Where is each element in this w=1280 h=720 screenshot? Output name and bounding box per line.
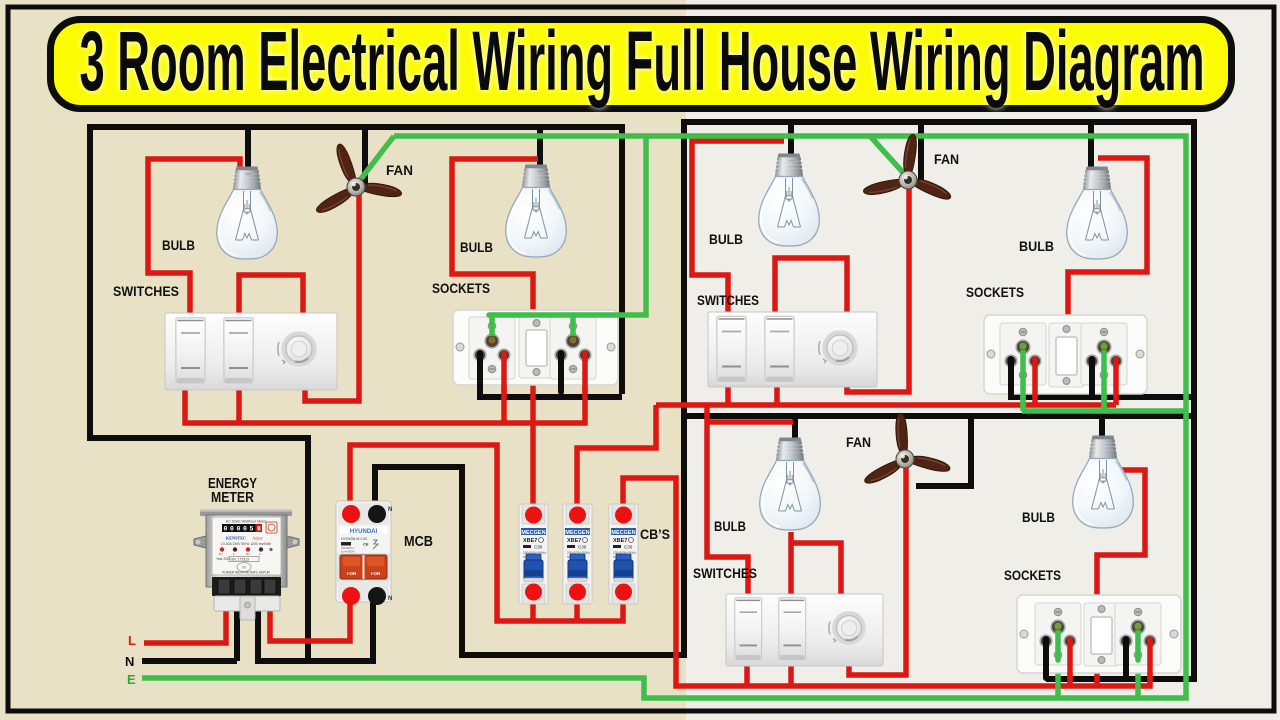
svg-text:10-40A 240V 50Hz 1200 rev/kWh: 10-40A 240V 50Hz 1200 rev/kWh (221, 542, 271, 546)
svg-text:3N: 3N (246, 552, 250, 556)
svg-text:BULB: BULB (1022, 509, 1055, 525)
svg-text:230/400V~: 230/400V~ (341, 546, 355, 550)
svg-text:BULB: BULB (714, 518, 746, 534)
svg-text:CB’S: CB’S (640, 526, 670, 542)
svg-text:BULB: BULB (162, 237, 195, 253)
svg-text:N: N (388, 507, 392, 513)
svg-text:FAN: FAN (846, 434, 871, 450)
svg-text:0: 0 (224, 526, 228, 533)
svg-text:SN. 171513: SN. 171513 (231, 558, 249, 562)
svg-text:0: 0 (243, 526, 247, 533)
svg-text:FAN: FAN (934, 151, 959, 167)
svg-text:HYD63N-M C40: HYD63N-M C40 (341, 537, 367, 541)
svg-text:CE: CE (363, 542, 369, 547)
svg-text:SWITCHES: SWITCHES (697, 292, 759, 308)
svg-text:SWITCHES: SWITCHES (693, 565, 757, 581)
svg-text:HYUNDAI: HYUNDAI (350, 529, 378, 535)
svg-text:4: 4 (259, 552, 261, 556)
svg-text:SWITCHES: SWITCHES (113, 283, 179, 299)
svg-text:3 Room Electrical Wiring Full: 3 Room Electrical Wiring Full House Wiri… (80, 14, 1205, 108)
svg-text:2: 2 (233, 552, 235, 556)
svg-text:I-ON: I-ON (371, 571, 381, 576)
svg-text:8: 8 (257, 526, 261, 533)
svg-text:SOCKETS: SOCKETS (432, 280, 490, 296)
svg-text:ENERGY: ENERGY (208, 475, 257, 492)
svg-text:0: 0 (230, 526, 234, 533)
svg-text:ISI: ISI (242, 566, 246, 570)
svg-text:Jaipur: Jaipur (252, 536, 263, 541)
svg-text:AC Static Watthour Meter: AC Static Watthour Meter (226, 520, 267, 524)
svg-text:E: E (127, 672, 136, 687)
svg-text:3 Room Electrical Wiring Full: 3 Room Electrical Wiring Full House Wiri… (80, 14, 1205, 108)
svg-text:POWER INDIA METERS JAIPUR: POWER INDIA METERS JAIPUR (222, 571, 270, 575)
svg-text:METER: METER (211, 489, 254, 506)
svg-text:KENSTEC: KENSTEC (226, 536, 246, 541)
svg-text:N: N (125, 654, 134, 669)
svg-text:Icn=6000A: Icn=6000A (341, 550, 355, 554)
svg-text:MCB: MCB (404, 533, 433, 550)
svg-text:FAN: FAN (386, 162, 413, 178)
svg-text:SOCKETS: SOCKETS (1004, 567, 1061, 583)
svg-text:5: 5 (250, 526, 254, 533)
svg-text:SOCKETS: SOCKETS (966, 284, 1024, 300)
svg-text:BULB: BULB (1019, 238, 1054, 254)
svg-text:1N: 1N (219, 552, 223, 556)
svg-text:BULB: BULB (709, 231, 743, 247)
svg-text:I-ON: I-ON (347, 571, 357, 576)
svg-text:Year 2015: Year 2015 (216, 557, 231, 561)
svg-text:0: 0 (237, 526, 241, 533)
svg-text:BULB: BULB (460, 239, 493, 255)
svg-text:L: L (128, 633, 136, 648)
svg-text:N: N (388, 596, 392, 602)
